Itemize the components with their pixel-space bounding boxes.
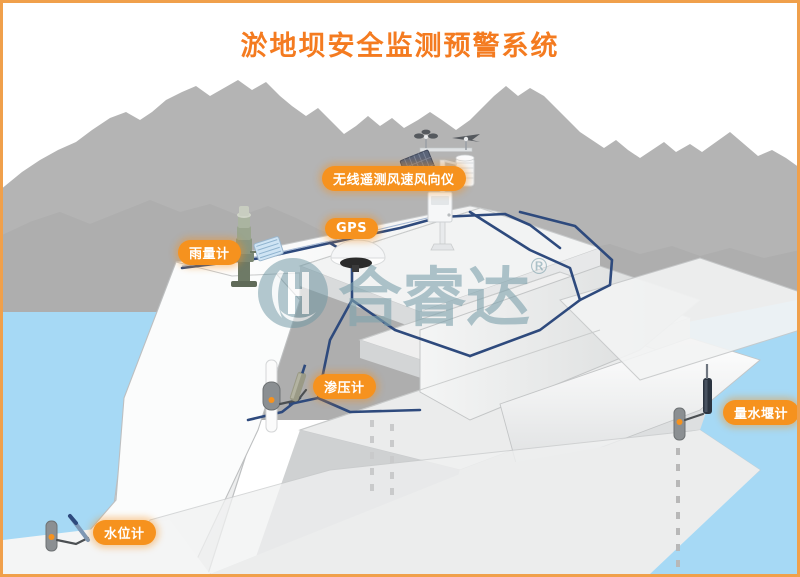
label-anemometer[interactable]: 无线遥测风速风向仪 xyxy=(322,166,466,191)
label-rain-gauge[interactable]: 雨量计 xyxy=(178,240,241,265)
gps-antenna-icon xyxy=(330,239,386,272)
label-weir-meter[interactable]: 量水堰计 xyxy=(723,400,800,425)
label-water-level[interactable]: 水位计 xyxy=(93,520,156,545)
label-gps[interactable]: GPS xyxy=(325,218,379,239)
piezometer-icon xyxy=(262,359,308,433)
water-level-sensor-icon xyxy=(45,514,90,552)
page-title: 淤地坝安全监测预警系统 xyxy=(240,31,560,62)
label-piezometer[interactable]: 渗压计 xyxy=(313,374,376,399)
seepage-dashed-line-center xyxy=(370,420,394,504)
weir-meter-icon xyxy=(673,364,712,441)
